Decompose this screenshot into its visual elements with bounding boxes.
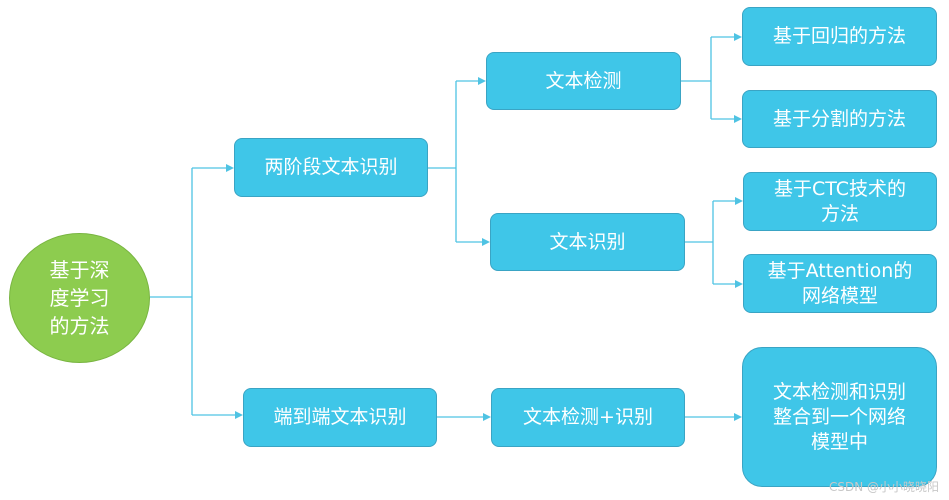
arrowhead (235, 411, 243, 419)
connector-recognition-branches (685, 200, 735, 285)
connector-detection-branches (681, 36, 734, 120)
attention-method-node: 基于Attention的 网络模型 (743, 254, 937, 313)
connector-root-branches (150, 167, 235, 416)
ctc-method-node: 基于CTC技术的 方法 (743, 172, 937, 231)
arrowhead (734, 115, 742, 123)
connector-two-stage-branches (428, 80, 482, 243)
arrowhead (226, 164, 234, 172)
unified-network-node: 文本检测和识别 整合到一个网络 模型中 (742, 347, 937, 487)
root-node: 基于深 度学习 的方法 (9, 233, 150, 363)
segmentation-method-node: 基于分割的方法 (742, 90, 937, 148)
arrowhead (734, 33, 742, 41)
end-to-end-recognition-node: 端到端文本识别 (243, 388, 437, 447)
arrowhead (735, 280, 743, 288)
detection-plus-recognition-node: 文本检测+识别 (491, 388, 685, 447)
arrowhead (483, 413, 491, 421)
watermark: CSDN @小小晓晓阳 (828, 480, 939, 494)
arrowhead (482, 238, 490, 246)
two-stage-recognition-node: 两阶段文本识别 (234, 138, 428, 197)
regression-method-node: 基于回归的方法 (742, 7, 937, 66)
text-recognition-node: 文本识别 (490, 213, 685, 271)
arrowhead (734, 413, 742, 421)
arrowhead (735, 197, 743, 205)
arrowhead (478, 77, 486, 85)
text-detection-node: 文本检测 (486, 52, 681, 110)
